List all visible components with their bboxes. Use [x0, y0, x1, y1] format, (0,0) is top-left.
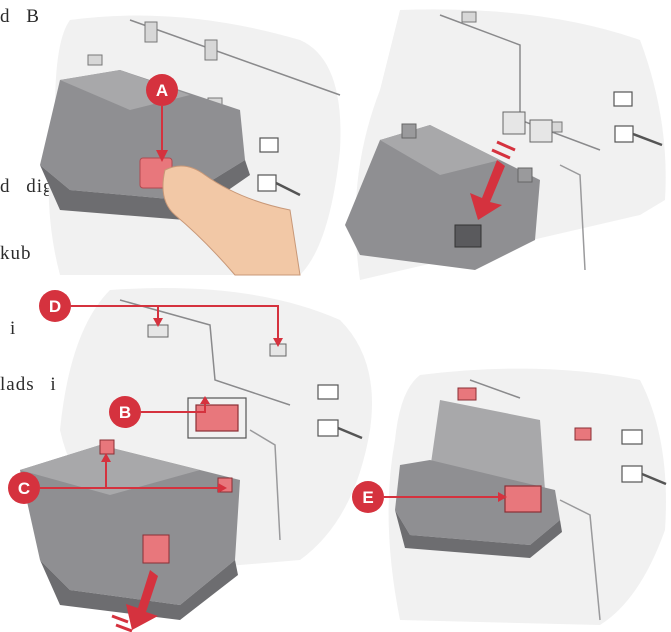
- machine-edge: [119, 299, 291, 406]
- module-base: [40, 560, 238, 620]
- finger-press-illustration: [162, 165, 301, 276]
- callout-d-leader: [71, 305, 279, 340]
- port: [621, 465, 643, 483]
- cable: [632, 132, 663, 147]
- module-body: [40, 70, 245, 200]
- machine-edge: [249, 429, 281, 541]
- panel-installed: E: [352, 368, 667, 625]
- callout-e-marker: [352, 481, 384, 513]
- panel-install-callouts: D B C: [8, 288, 372, 632]
- text-fragment-5: lads i: [0, 374, 57, 395]
- callout-d-label: D: [49, 297, 61, 316]
- top-latch: [144, 21, 158, 43]
- port: [613, 91, 633, 107]
- cable: [641, 472, 667, 486]
- module-connector: [142, 534, 170, 564]
- socket: [529, 119, 553, 143]
- text-fragment-4: i: [10, 318, 17, 339]
- cable: [275, 181, 301, 197]
- callout-a-arrowhead: [156, 150, 168, 162]
- guide-peg: [457, 387, 477, 401]
- port: [317, 419, 339, 437]
- insert-arrow-icon: [470, 160, 505, 220]
- insert-arrow-icon: [126, 570, 158, 630]
- module-base: [395, 510, 562, 558]
- callout-e-label: E: [362, 488, 373, 507]
- text-fragment-2: d dig: [0, 176, 54, 197]
- machine-edge: [439, 14, 601, 151]
- module-connector: [454, 224, 482, 248]
- callout-c-marker: [8, 472, 40, 504]
- callout-a-label: A: [156, 81, 168, 100]
- callout-d-arrowhead: [273, 338, 283, 347]
- motion-lines-icon: [491, 140, 516, 160]
- callout-c-arrowhead: [101, 453, 111, 462]
- top-latch: [461, 11, 477, 23]
- top-latch: [87, 54, 103, 66]
- panel-remove-release: A: [40, 15, 341, 276]
- machine-edge: [559, 164, 586, 271]
- callout-b-marker: [109, 396, 141, 428]
- callout-d-arrowhead: [153, 318, 163, 327]
- port: [259, 137, 279, 153]
- connector-housing: [187, 397, 247, 439]
- cable: [337, 426, 363, 440]
- callout-b-arrowhead: [200, 396, 210, 404]
- machine-edge: [469, 379, 521, 399]
- callout-c-arrowhead: [218, 483, 227, 493]
- module-body: [395, 460, 560, 545]
- callout-c-label: C: [18, 479, 30, 498]
- motion-lines-icon: [111, 614, 133, 632]
- text-fragment-3: kub: [0, 243, 32, 264]
- connector-e: [504, 485, 542, 513]
- connector-b: [195, 404, 239, 432]
- guide-peg: [574, 427, 592, 441]
- top-latch: [401, 123, 417, 139]
- text-fragment-1: d B: [0, 6, 40, 27]
- port: [317, 384, 339, 400]
- top-latch: [204, 39, 218, 61]
- top-latch: [517, 167, 533, 183]
- machine-edge: [559, 499, 601, 621]
- module-top: [20, 445, 200, 495]
- socket: [502, 111, 526, 135]
- port: [257, 174, 277, 192]
- port: [614, 125, 634, 143]
- callout-e-arrowhead: [498, 492, 507, 502]
- callout-b-label: B: [119, 403, 131, 422]
- guide-peg-c-left: [99, 439, 115, 455]
- callout-b-leader: [141, 402, 206, 413]
- panel-slide-out: [345, 9, 666, 280]
- callout-a-marker: [146, 74, 178, 106]
- port: [621, 429, 643, 445]
- callout-d-marker: [39, 290, 71, 322]
- machine-edge: [129, 19, 341, 96]
